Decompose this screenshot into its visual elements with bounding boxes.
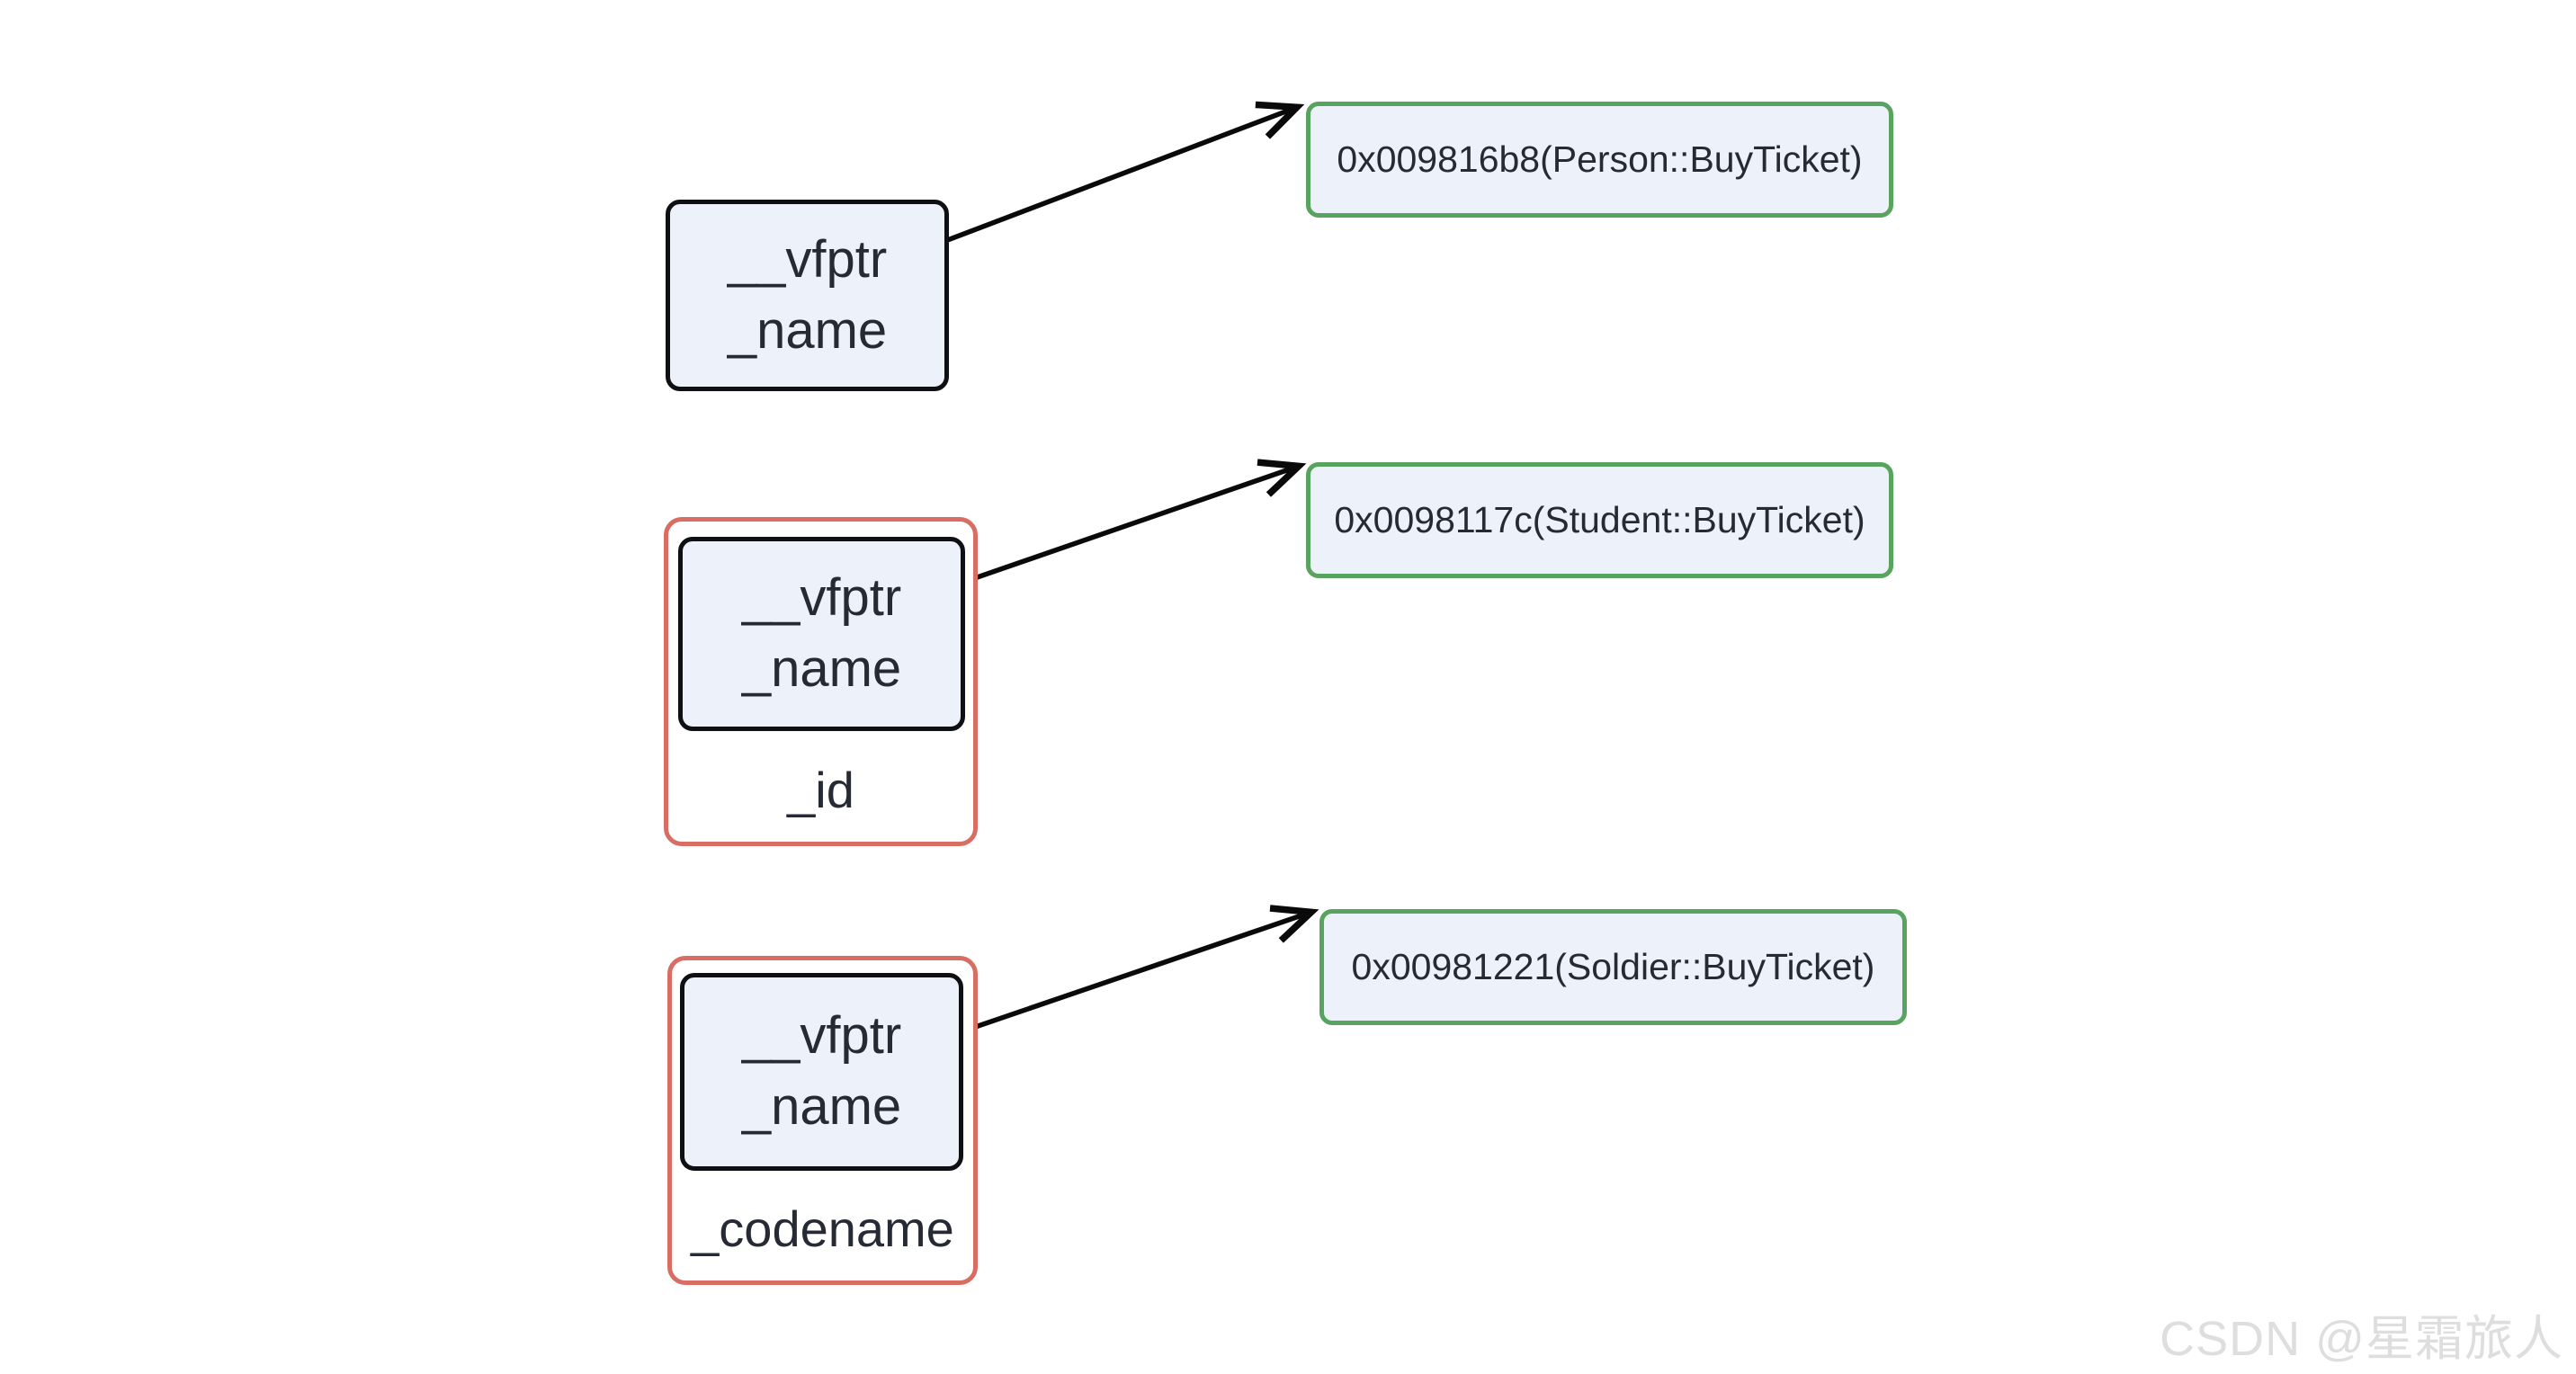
person-object-box: __vfptr _name <box>666 200 949 391</box>
person-vtable-box: 0x009816b8(Person::BuyTicket) <box>1306 102 1893 218</box>
csdn-watermark: CSDN @星霜旅人 <box>2160 1312 2563 1366</box>
soldier-inner-box: __vfptr _name <box>680 973 963 1171</box>
student-field-vfptr: __vfptr <box>741 568 902 628</box>
student-field-id: _id <box>787 761 854 818</box>
person-field-vfptr: __vfptr <box>727 229 888 289</box>
soldier-field-codename: _codename <box>691 1200 954 1257</box>
soldier-field-vfptr: __vfptr <box>741 1006 902 1066</box>
student-field-name: _name <box>741 639 902 698</box>
soldier-vtable-entry-label: 0x00981221(Soldier::BuyTicket) <box>1351 946 1875 987</box>
soldier-field-name: _name <box>741 1077 902 1136</box>
student-object-box: __vfptr _name _id <box>664 517 978 846</box>
arrow-person-vfptr <box>911 101 1305 256</box>
soldier-vtable-box: 0x00981221(Soldier::BuyTicket) <box>1319 909 1907 1025</box>
student-vtable-box: 0x0098117c(Student::BuyTicket) <box>1306 462 1893 578</box>
student-vtable-entry-label: 0x0098117c(Student::BuyTicket) <box>1334 499 1865 540</box>
person-vtable-entry-label: 0x009816b8(Person::BuyTicket) <box>1337 138 1863 180</box>
soldier-object-box: __vfptr _name _codename <box>667 956 978 1285</box>
student-inner-box: __vfptr _name <box>678 537 965 731</box>
person-field-name: _name <box>727 300 888 360</box>
